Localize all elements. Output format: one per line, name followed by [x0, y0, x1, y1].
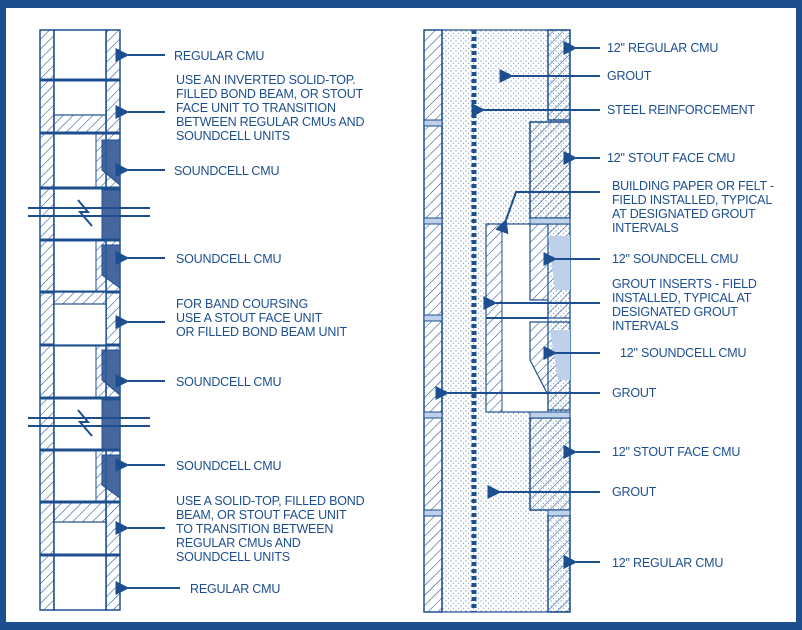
label-12-stout-face-top: 12" STOUT FACE CMU — [607, 151, 735, 165]
right-leaders — [435, 41, 600, 569]
wall-section-drawing: REGULAR CMU USE AN INVERTED SOLID-TOP. F… — [28, 29, 777, 613]
label-regular-cmu-top: REGULAR CMU — [174, 49, 264, 63]
label-solid-top-bond-beam: USE A SOLID-TOP, FILLED BOND BEAM, OR ST… — [176, 494, 368, 564]
label-12-stout-face-bottom: 12" STOUT FACE CMU — [612, 445, 740, 459]
label-inverted-bond-beam: USE AN INVERTED SOLID-TOP. FILLED BOND B… — [176, 73, 368, 143]
label-band-coursing: FOR BAND COURSING USE A STOUT FACE UNIT … — [176, 297, 347, 339]
label-steel-reinforcement: STEEL REINFORCEMENT — [607, 103, 755, 117]
left-wall-section — [28, 29, 150, 611]
right-wall-section — [423, 29, 571, 613]
label-grout-top: GROUT — [607, 69, 652, 83]
label-grout-bottom: GROUT — [612, 485, 657, 499]
label-12-regular-cmu-top: 12" REGULAR CMU — [607, 41, 718, 55]
label-regular-cmu-bottom: REGULAR CMU — [190, 582, 280, 596]
label-grout-mid: GROUT — [612, 386, 657, 400]
label-soundcell-3: SOUNDCELL CMU — [176, 375, 281, 389]
left-labels: REGULAR CMU USE AN INVERTED SOLID-TOP. F… — [174, 49, 368, 596]
left-leaders — [115, 48, 180, 595]
label-soundcell-1: SOUNDCELL CMU — [174, 164, 279, 178]
diagram-panel: REGULAR CMU USE AN INVERTED SOLID-TOP. F… — [6, 8, 796, 622]
label-12-soundcell-2: 12" SOUNDCELL CMU — [620, 346, 746, 360]
label-12-soundcell-1: 12" SOUNDCELL CMU — [612, 252, 738, 266]
label-soundcell-2: SOUNDCELL CMU — [176, 252, 281, 266]
label-building-paper: BUILDING PAPER OR FELT - FIELD INSTALLED… — [612, 179, 777, 235]
right-labels: 12" REGULAR CMU GROUT STEEL REINFORCEMEN… — [607, 41, 777, 570]
label-12-regular-cmu-bottom: 12" REGULAR CMU — [612, 556, 723, 570]
label-grout-inserts: GROUT INSERTS - FIELD INSTALLED, TYPICAL… — [612, 277, 760, 333]
label-soundcell-4: SOUNDCELL CMU — [176, 459, 281, 473]
